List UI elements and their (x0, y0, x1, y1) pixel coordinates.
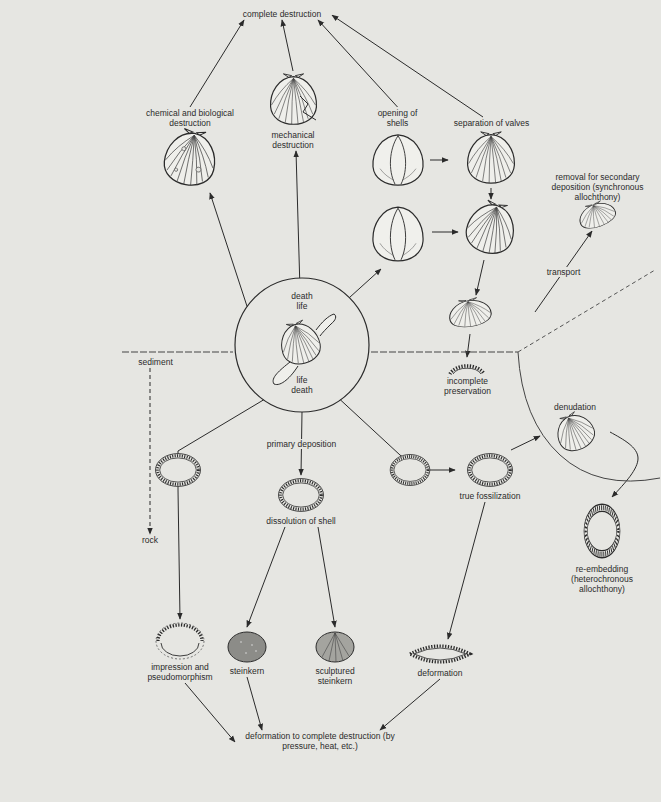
stage-node: denudation (540, 401, 610, 453)
stage-node: dissolution of shell (255, 475, 347, 527)
stage-node: impression and pseudomorphism (140, 619, 220, 683)
circle-outline (235, 278, 369, 412)
valve-arrow (476, 260, 484, 295)
stage-node: incomplete preservation (430, 357, 505, 397)
separation-arrow (432, 232, 458, 233)
process-arrow (535, 231, 592, 312)
process-arrow (430, 160, 448, 161)
edge-label: transport (545, 267, 583, 277)
stage-node: complete destruction (232, 8, 332, 20)
deformed-shell (410, 646, 470, 662)
stage-node: opening of shells (365, 107, 430, 269)
process-arrow (210, 193, 247, 307)
sculptured-steinkern-figure (316, 632, 354, 662)
stage-label: chemical and biological destruction (142, 108, 238, 128)
steinkern-figure (228, 632, 266, 662)
stage-node: sediment (128, 356, 183, 368)
stage-label: sediment (130, 357, 181, 367)
process-arrow (247, 677, 262, 730)
valve-arrow (491, 188, 492, 199)
state-label: life (234, 375, 370, 385)
stage-label: re-embedding (heterochronous allochthony… (552, 564, 652, 594)
exhumed-shell (550, 407, 599, 456)
stage-label: denudation (542, 402, 608, 412)
decayed-shell (161, 126, 220, 189)
process-arrow (150, 368, 151, 534)
stage-label: impression and pseudomorphism (142, 662, 218, 682)
fossil-shell (468, 454, 513, 487)
living-bivalve (273, 314, 336, 385)
stage-node: chemical and biological destruction (140, 107, 240, 193)
stage-node: separation of valves (448, 117, 535, 334)
broken-shell (271, 74, 317, 124)
stage-label: true fossilization (457, 491, 523, 501)
buried-shell (156, 454, 201, 487)
single-valve (462, 197, 520, 259)
process-arrow (467, 334, 470, 357)
process-arrow (380, 679, 440, 730)
shell-fragment (453, 368, 481, 374)
process-arrow (610, 432, 638, 497)
stage-label: sculptured steinkern (307, 666, 363, 686)
erosion-surface (518, 352, 660, 481)
stage-label: rock (132, 535, 168, 545)
process-arrow (511, 436, 540, 450)
land-surface (518, 270, 655, 352)
single-valve (468, 132, 515, 183)
process-arrow (185, 683, 235, 742)
process-arrow (448, 502, 485, 639)
stage-label: separation of valves (450, 118, 533, 128)
stage-node: steinkern (222, 627, 272, 677)
edge-label: primary deposition (265, 439, 338, 449)
stage-label: deformation (407, 668, 473, 678)
process-arrow (349, 269, 381, 298)
lying-valve (447, 296, 493, 330)
buried-shell (390, 454, 430, 485)
stage-label: mechanical destruction (255, 130, 331, 150)
process-arrow (178, 400, 264, 619)
process-arrow (282, 20, 293, 71)
shell-fragment (450, 366, 484, 374)
stage-label: steinkern (224, 666, 270, 676)
stage-label: complete destruction (234, 9, 330, 19)
stage-label: incomplete preservation (432, 376, 503, 396)
transported-valve (576, 197, 619, 232)
stage-node: true fossilization (455, 450, 525, 502)
stage-label: opening of shells (367, 108, 428, 128)
process-arrow (190, 20, 244, 107)
stage-node: removal for secondary deposition (synchr… (540, 171, 655, 231)
open-shell (373, 207, 423, 261)
stage-node: sculptured steinkern (305, 627, 365, 687)
stage-node: rock (130, 534, 170, 546)
stage-label: dissolution of shell (257, 516, 345, 526)
process-arrow (318, 527, 335, 627)
stage-node: re-embedding (heterochronous allochthony… (550, 497, 654, 595)
stage-node: deformation (405, 639, 475, 679)
stage-node: mechanical destruction (253, 71, 333, 151)
stage-node: deformation to complete destruction (by … (235, 730, 405, 752)
process-arrow (296, 151, 300, 278)
stage-label: deformation to complete destruction (by … (237, 731, 403, 751)
process-arrow (247, 527, 285, 627)
process-arrow (332, 15, 483, 117)
open-shell (373, 135, 423, 185)
stage-label: removal for secondary deposition (synchr… (542, 172, 653, 202)
impression-figure (156, 623, 204, 659)
reburied-shell (584, 504, 620, 558)
buried-shell (279, 479, 324, 512)
life-death-circle: deathlifelifedeath (234, 277, 370, 413)
state-label: death (234, 385, 370, 395)
state-label: death (234, 291, 370, 301)
state-label: life (234, 301, 370, 311)
